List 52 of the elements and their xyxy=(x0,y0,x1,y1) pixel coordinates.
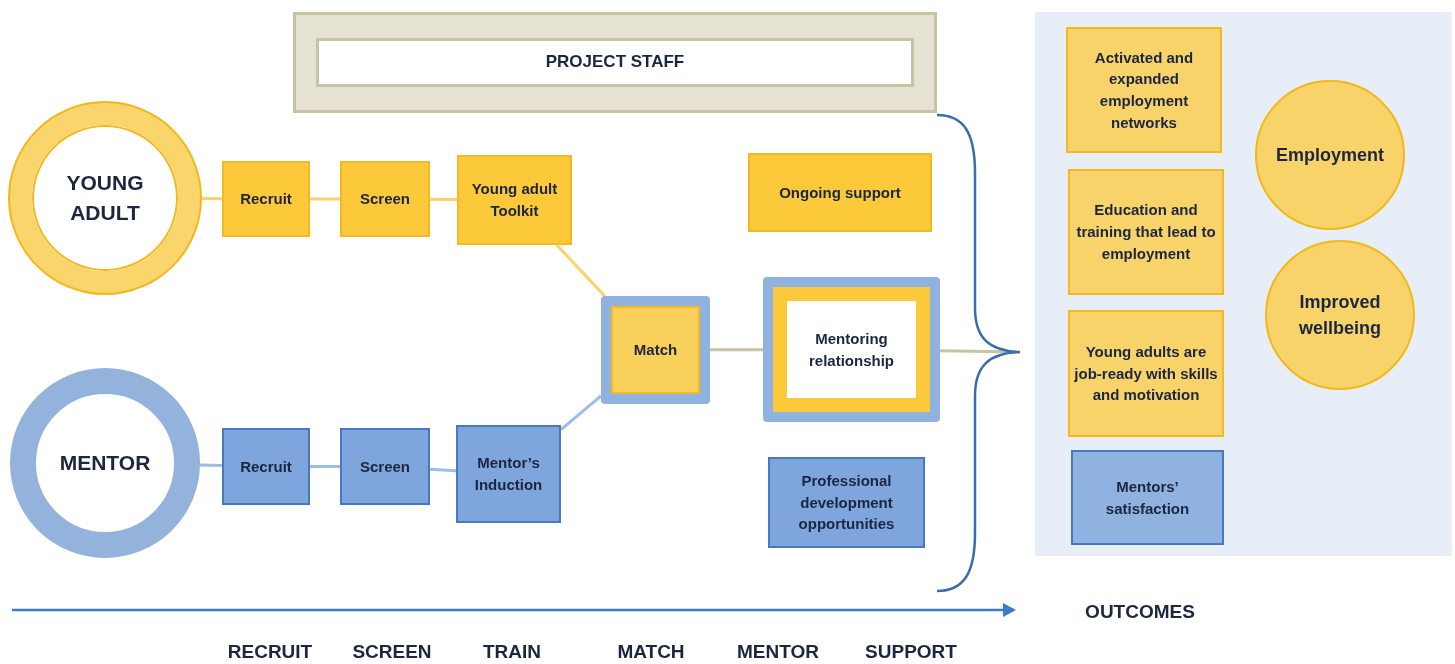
node-label: Screen xyxy=(358,189,411,210)
connector-line xyxy=(199,463,223,468)
node-label: Recruit xyxy=(239,456,293,477)
node-label: Mentors’ satisfaction xyxy=(1104,476,1191,519)
node-label: Recruit xyxy=(239,189,293,210)
node-label: MENTOR xyxy=(58,449,152,476)
outcomes-panel xyxy=(1035,12,1452,556)
process-box xyxy=(222,428,310,505)
stage-label: TRAIN xyxy=(482,641,542,663)
node-label: Activated and expanded employment networks xyxy=(1093,47,1195,133)
process-box xyxy=(340,161,430,237)
connector-line xyxy=(560,394,602,431)
node-label: PROJECT STAFF xyxy=(544,51,686,74)
process-box xyxy=(1068,169,1224,295)
process-box xyxy=(1066,27,1222,153)
process-box xyxy=(457,155,572,245)
process-box xyxy=(768,457,925,548)
node-label: Mentoring relationship xyxy=(808,328,895,371)
process-box xyxy=(222,161,310,237)
connector-line xyxy=(429,467,457,473)
stage-label: RECRUIT xyxy=(227,641,313,663)
stage-label: OUTCOMES xyxy=(1085,601,1195,623)
stage-label: MATCH xyxy=(617,641,685,663)
process-box xyxy=(456,425,561,523)
connector-line xyxy=(939,349,1021,354)
node-label: Young adults are job-ready with skills and motivation xyxy=(1073,341,1219,406)
process-box xyxy=(1071,450,1224,545)
node-label: Screen xyxy=(358,456,411,477)
node-label: Ongoing support xyxy=(778,182,902,203)
stage-label: SUPPORT xyxy=(865,641,957,663)
stage-label: MENTOR xyxy=(737,641,819,663)
connector-line xyxy=(710,348,763,352)
connector-line xyxy=(310,465,340,468)
staff-box xyxy=(293,12,937,113)
node-label: Young adult Toolkit xyxy=(470,179,559,221)
process-box xyxy=(1068,310,1224,437)
node-label: Match xyxy=(632,340,679,361)
process-box xyxy=(763,277,940,422)
stage-label: SCREEN xyxy=(352,641,432,663)
node-label: Employment xyxy=(1275,143,1385,167)
connector-line xyxy=(200,197,222,201)
node-label: YOUNG ADULT xyxy=(65,169,145,226)
node-label: Professional development opportunities xyxy=(797,470,896,535)
connector-line xyxy=(555,243,606,298)
connector-line xyxy=(310,197,340,201)
connector-line xyxy=(430,197,457,202)
process-box xyxy=(748,153,932,232)
node-label: Improved wellbeing xyxy=(1298,290,1382,340)
process-box xyxy=(601,296,710,404)
node-label: Mentor’s Induction xyxy=(473,453,544,495)
node-label: Education and training that lead to employment xyxy=(1075,200,1217,264)
process-box xyxy=(340,428,430,505)
